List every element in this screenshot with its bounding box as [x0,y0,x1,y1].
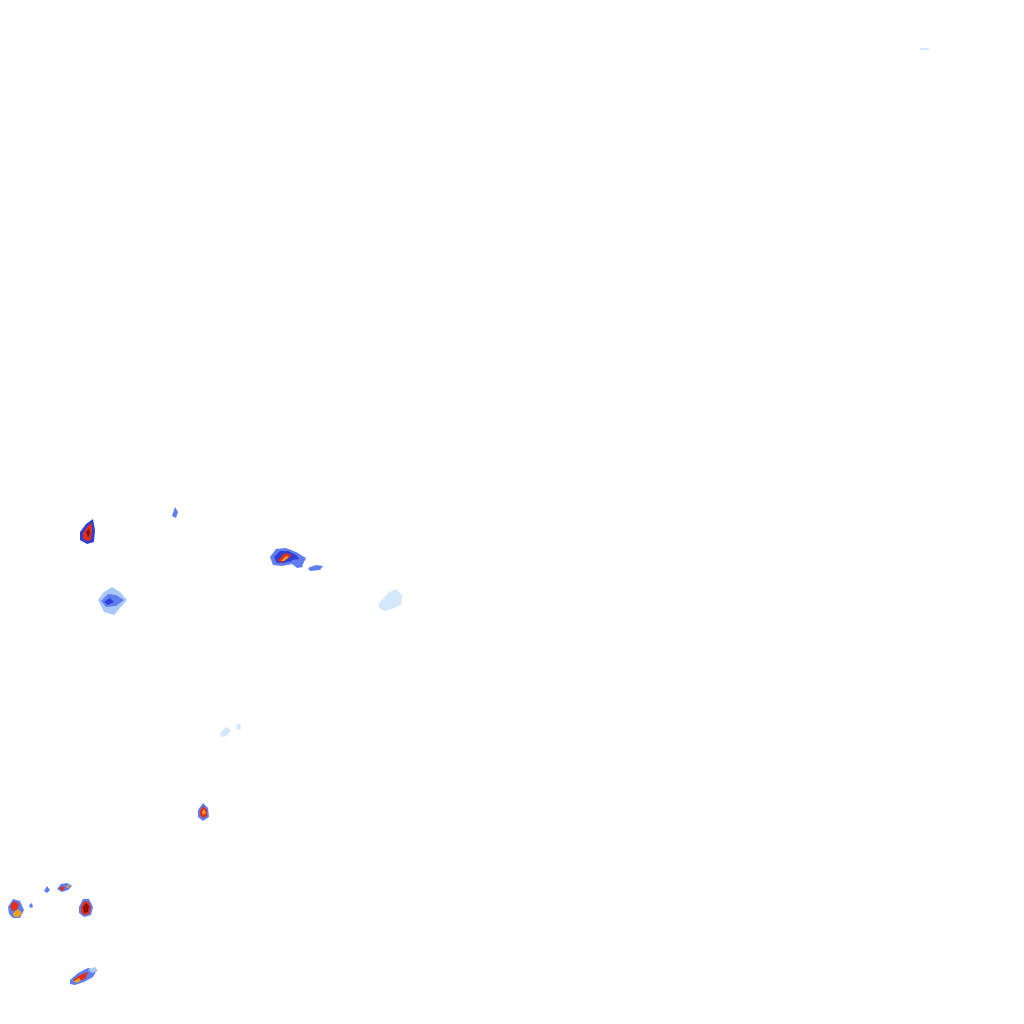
echo-moderate-2 [57,883,72,892]
cell-sw-3 [44,883,72,893]
cell-central-2 [378,589,402,611]
cell-ne-trace [920,48,929,50]
echo-very-heavy [13,909,22,917]
echo-very-light [220,727,231,737]
echo-very-heavy [202,809,206,815]
cell-sw-2 [79,899,93,917]
cell-west-3 [98,587,127,615]
echo-intense [59,886,65,891]
echo-intense [10,901,19,911]
echo-moderate-speck [29,903,33,908]
cell-south-2 [198,803,209,821]
echo-light [88,967,98,973]
echo-heavy [104,598,114,605]
cell-sw-1 [8,899,33,918]
echo-moderate [44,886,50,893]
echo-extreme [83,903,89,913]
echo-very-light [378,589,402,611]
cell-west-2 [172,507,178,518]
echo-moderate-tail [292,559,303,568]
echo-very-light-2 [236,723,241,730]
cell-south-1 [220,723,241,737]
echo-moderate [172,507,178,518]
echo-extreme [86,528,90,538]
echo-very-light [920,48,929,50]
echo-very-heavy [74,978,81,983]
echo-very-heavy [66,885,70,888]
cell-sw-4 [70,967,98,985]
cell-west-1 [80,519,95,544]
echo-very-heavy [281,556,289,561]
echo-moderate-tail-2 [308,565,323,571]
cell-central [270,548,323,571]
